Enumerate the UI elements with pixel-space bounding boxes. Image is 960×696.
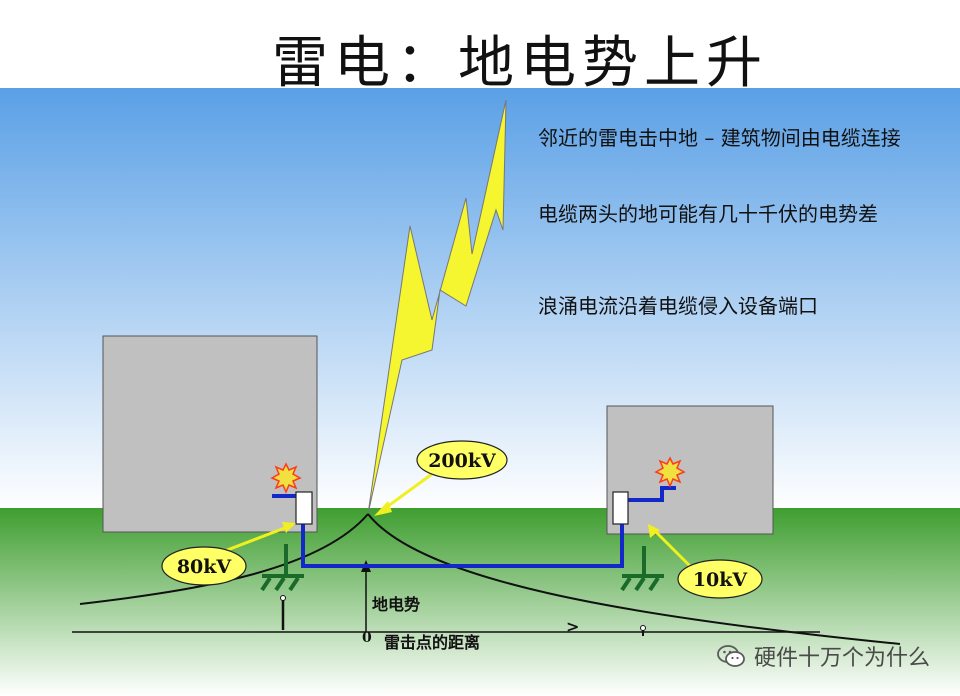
right-callout-label: 10kV <box>693 569 749 591</box>
origin-label: 0 <box>362 630 372 646</box>
wechat-icon <box>717 645 745 667</box>
left-building <box>102 335 318 533</box>
x-axis-label: 雷击点的距离 <box>384 633 480 652</box>
right-port <box>612 491 629 525</box>
left-callout <box>161 546 247 586</box>
bullet-text-2: 电缆两头的地可能有几十千伏的电势差 <box>538 202 878 226</box>
strike-callout-label: 200kV <box>428 450 497 472</box>
y-axis-label: 地电势 <box>372 595 420 614</box>
bullet-text-3: 浪涌电流沿着电缆侵入设备端口 <box>538 294 818 318</box>
right-marker-dot <box>640 625 646 631</box>
lightning-bolt <box>367 99 507 515</box>
left-callout-pointer <box>221 524 291 554</box>
left-port <box>295 491 313 525</box>
left-ground-icon <box>260 544 304 592</box>
strike-pointer-arrowhead <box>374 501 392 516</box>
right-callout <box>677 559 763 599</box>
left-potential-curve <box>79 513 369 605</box>
left-marker-dot <box>280 595 286 601</box>
strike-callout <box>416 440 508 480</box>
page-title: 雷电：地电势上升 <box>272 31 768 96</box>
bullet-text-1: 邻近的雷电击中地 – 建筑物间由电缆连接 <box>538 126 901 150</box>
watermark: 硬件十万个为什么 <box>716 640 930 672</box>
right-callout-pointer <box>650 526 692 568</box>
right-building <box>606 405 774 535</box>
right-pointer-arrowhead <box>648 524 660 538</box>
x-axis-arrow: > <box>566 617 579 636</box>
right-inner-wire <box>628 486 676 502</box>
connecting-cable <box>301 524 624 568</box>
left-spark-icon <box>270 462 302 494</box>
right-ground-icon <box>620 546 664 592</box>
watermark-text: 硬件十万个为什么 <box>753 646 930 671</box>
right-spark-icon <box>654 456 686 488</box>
grass-background <box>0 508 960 696</box>
left-callout-label: 80kV <box>177 556 233 578</box>
left-pointer-arrowhead <box>282 522 296 533</box>
